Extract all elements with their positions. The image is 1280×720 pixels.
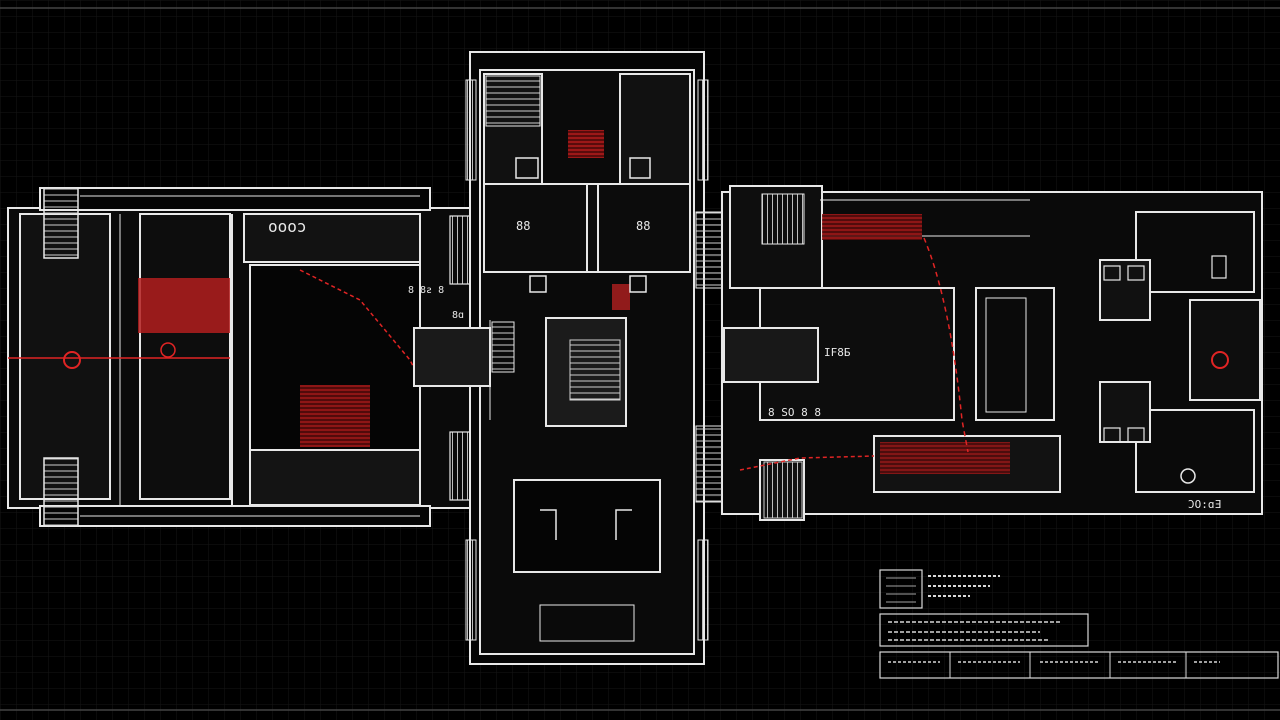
door-icon: [1211, 351, 1229, 369]
gate-code-label: 8 8ƨ 8: [408, 285, 444, 296]
stair-icon: [43, 187, 79, 259]
title-block: [879, 569, 1279, 679]
red-zone: [880, 442, 1010, 474]
stair-icon: [761, 193, 805, 245]
red-path: [923, 237, 969, 453]
stair-icon: [465, 79, 477, 181]
door-icon: [1180, 468, 1196, 484]
stair-icon: [695, 211, 723, 289]
fixtures: [1103, 255, 1227, 443]
stair-icon: [491, 321, 515, 373]
red-zone: [612, 284, 630, 310]
red-zone: [138, 278, 230, 333]
east-bottom-label: 8 SO 8 8: [768, 406, 821, 419]
stair-icon: [43, 457, 79, 527]
door-icon: [160, 342, 176, 358]
stair-icon: [697, 79, 709, 181]
red-zone: [568, 130, 604, 158]
stair-icon: [695, 425, 723, 503]
center-top-right-label: 88: [636, 219, 650, 233]
west-room-label: oooɔ: [268, 217, 307, 236]
mid-small-label: 8ɑ: [452, 310, 464, 321]
door-icon: [63, 351, 81, 369]
stair-icon: [569, 339, 621, 401]
center-top-left-label: 88: [516, 219, 530, 233]
stair-icon: [697, 539, 709, 641]
bottom-right-tag: ƆO:ɑƎ: [1188, 498, 1221, 511]
fixtures: [515, 157, 651, 540]
stair-icon: [485, 75, 541, 127]
east-hall-label: IF8Ƃ: [824, 346, 851, 359]
red-zone: [300, 385, 370, 447]
red-zone: [822, 214, 922, 240]
stair-icon: [465, 539, 477, 641]
stair-icon: [763, 461, 803, 519]
